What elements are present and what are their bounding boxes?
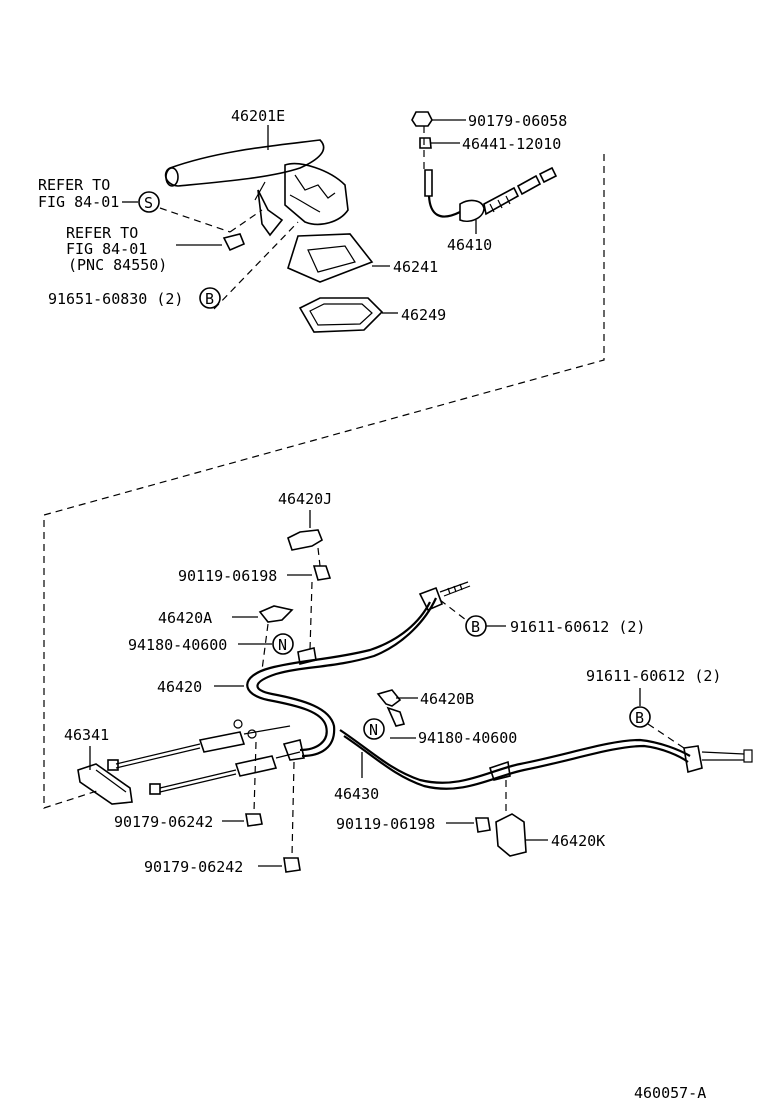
nut-2	[283, 857, 301, 873]
clamp-46420a	[258, 605, 294, 623]
label-clamp-k: 46420K	[551, 832, 605, 850]
clamp-46420k	[495, 813, 527, 857]
label-equalizer: 46341	[64, 726, 109, 744]
refer1-line1: REFER TO	[38, 176, 110, 194]
dash-s-to-clip	[159, 207, 231, 233]
label-46441: 46441-12010	[462, 135, 561, 153]
inner-cables	[107, 719, 305, 795]
label-cover: 46241	[393, 258, 438, 276]
gasket-46249	[298, 297, 384, 333]
refer2-line3: (PNC 84550)	[68, 256, 167, 274]
symbol-b-right: B	[635, 709, 644, 727]
symbol-circle-b-right	[629, 706, 651, 728]
dash-nut-1	[253, 741, 257, 813]
dash-b-top	[213, 221, 299, 310]
symbol-circle-n-a	[272, 633, 294, 655]
bushing-46441	[419, 137, 432, 149]
label-bolt-j: 90119-06198	[178, 567, 277, 585]
symbol-circle-s	[138, 191, 160, 213]
clamp-46420j	[287, 529, 323, 551]
refer2-line2: FIG 84-01	[66, 240, 147, 258]
label-clip-a: 94180-40600	[128, 636, 227, 654]
dash-nut-2	[291, 761, 295, 857]
dash-b-right	[647, 723, 685, 749]
symbol-b-top: B	[205, 290, 214, 308]
label-clamp-a: 46420A	[158, 609, 212, 627]
dash-bolt-j	[309, 581, 313, 651]
clip-b	[386, 706, 406, 727]
clamp-46420b	[376, 689, 402, 707]
symbol-n-a: N	[278, 636, 287, 654]
label-nut-2: 90179-06242	[144, 858, 243, 876]
label-cable-left: 46420	[157, 678, 202, 696]
label-gasket: 46249	[401, 306, 446, 324]
label-clamp-j: 46420J	[278, 490, 332, 508]
label-lever: 46201E	[231, 107, 285, 125]
rear-cable-46430	[339, 729, 753, 790]
label-bolt-mid: 91611-60612 (2)	[510, 618, 645, 636]
symbol-n-b: N	[369, 721, 378, 739]
figure-id: 460057-A	[634, 1084, 706, 1102]
label-nut-1: 90179-06242	[114, 813, 213, 831]
dash-clamp-j	[317, 547, 321, 567]
refer2-line1: REFER TO	[66, 224, 138, 242]
symbol-s: S	[144, 194, 153, 212]
label-nut-top: 90179-06058	[468, 112, 567, 130]
refer1-line2: FIG 84-01	[38, 193, 119, 211]
small-clip	[222, 233, 246, 252]
bolt-k	[475, 817, 491, 833]
dash-s-to-lever	[229, 209, 263, 233]
front-cable-46410	[424, 166, 558, 223]
dashed-connection	[43, 154, 605, 809]
equalizer-46341	[77, 763, 133, 805]
label-bolt-top: 91651-60830 (2)	[48, 290, 183, 308]
nut-top	[411, 111, 433, 127]
label-bolt-k: 90119-06198	[336, 815, 435, 833]
cover-46241	[287, 233, 374, 283]
rear-cable-46420	[246, 581, 471, 758]
label-cable-front: 46410	[447, 236, 492, 254]
dash-clip-a	[261, 623, 269, 671]
label-bolt-right: 91611-60612 (2)	[586, 667, 721, 685]
label-clamp-b: 46420B	[420, 690, 474, 708]
symbol-circle-b-top	[199, 287, 221, 309]
nut-1	[245, 813, 263, 827]
dash-b-mid	[439, 599, 467, 621]
symbol-b-mid: B	[471, 618, 480, 636]
label-cable-right: 46430	[334, 785, 379, 803]
parking-brake-lever	[164, 139, 349, 237]
label-clip-b: 94180-40600	[418, 729, 517, 747]
bolt-j	[312, 565, 332, 581]
symbol-circle-n-b	[363, 718, 385, 740]
